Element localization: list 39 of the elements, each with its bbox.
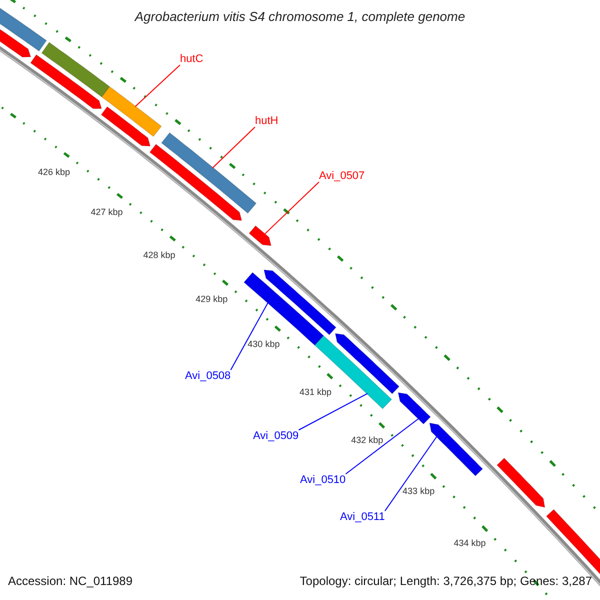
gene-block [398,392,431,424]
leader-line [384,436,438,512]
leader-line [264,182,320,235]
scale-label: 426 kbp [38,166,70,177]
leader-line [298,393,368,430]
scale-label: 433 kbp [402,486,435,496]
scale-label: 431 kbp [300,386,332,397]
gene-label: Avi_0511 [340,511,385,523]
leader-line [134,64,180,108]
gene-bar [101,86,162,137]
scale-label: 432 kbp [351,435,384,446]
gene-block [264,270,336,336]
gene-label: Avi_0510 [300,474,346,486]
scale-label: 429 kbp [196,294,228,304]
gene-block [429,422,484,476]
gene-block [100,106,151,146]
footer-text: Accession: NC_011989 [8,574,133,588]
gene-bar [41,42,110,98]
scale-label: 428 kbp [143,250,176,260]
gene-label: Avi_0508 [185,370,231,382]
gene-block [30,54,102,109]
gene-bar [314,335,392,410]
gene-block [334,333,400,394]
footer-text: Topology: circular; Length: 3,726,375 bp; Genes: 3,287 [300,574,592,588]
leader-line [212,126,256,168]
scale-label: 427 kbp [90,207,123,218]
gene-block [248,225,272,246]
leader-line [345,418,420,474]
gene-block [149,144,242,221]
gene-label: hutH [255,115,278,127]
gene-bar [161,132,257,214]
scale-label: 430 kbp [248,339,280,350]
gene-label: Avi_0509 [253,430,299,442]
map-title: Agrobacterium vitis S4 chromosome 1, complete genome [133,9,466,24]
gene-label: hutC [180,53,204,65]
leader-line [230,302,268,370]
gene-label: Avi_0507 [319,170,365,182]
scale-label: 434 kbp [454,538,486,548]
gene-block [496,458,546,508]
